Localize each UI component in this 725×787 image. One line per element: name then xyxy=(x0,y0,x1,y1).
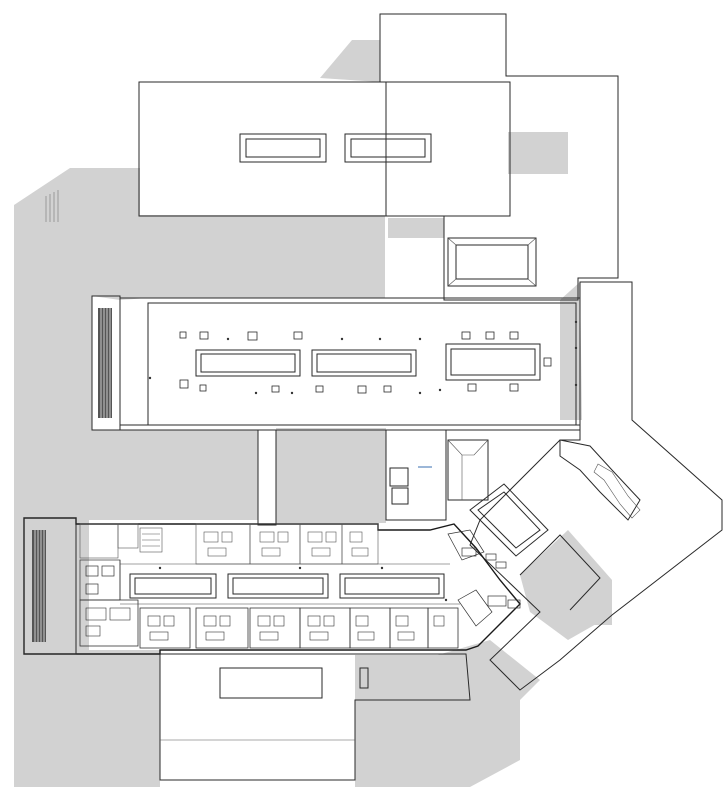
shadow-west-strip xyxy=(14,430,89,655)
main-hall-inner xyxy=(147,302,577,426)
main-hall-dots xyxy=(148,320,578,395)
wing-skylight-1 xyxy=(129,573,217,599)
east-entrance-steps xyxy=(593,463,641,519)
wing-fixture-dots xyxy=(158,566,448,602)
shadow-center-block xyxy=(276,428,386,523)
north-skylight-right xyxy=(344,133,432,163)
shadow-west-mass xyxy=(14,168,385,430)
wing-west-rooms xyxy=(79,559,121,601)
main-hall-skylight-1 xyxy=(195,349,301,377)
east-entrance-canopy xyxy=(559,439,641,521)
core-shaft xyxy=(257,429,277,526)
south-plaza xyxy=(159,653,471,781)
wing-corridor-lines xyxy=(120,563,460,605)
south-plaza-inset xyxy=(219,667,323,699)
shadow-courtyard-top xyxy=(388,218,444,238)
south-plaza-outline xyxy=(159,653,471,781)
south-plaza-post xyxy=(359,667,369,689)
wing-east-angled-rooms xyxy=(447,529,521,627)
wing-skylight-2 xyxy=(227,573,329,599)
shadow-southeast-wedge xyxy=(420,640,540,740)
north-room-row xyxy=(79,523,379,565)
east-wing-edge xyxy=(519,534,601,611)
shadow-south-mass xyxy=(14,650,160,787)
north-tower xyxy=(45,13,619,301)
east-diagonal-wing xyxy=(469,281,723,691)
shadow-east-box xyxy=(570,585,612,625)
east-wing-outline xyxy=(469,281,723,691)
shadow-north-tip xyxy=(320,40,380,82)
north-roof-slab xyxy=(138,81,511,217)
main-hall-skylight-2 xyxy=(311,349,417,377)
core-lift-2 xyxy=(391,487,409,505)
south-wing-outline xyxy=(23,517,521,655)
shadow-north-east xyxy=(508,132,568,174)
core-entry-box xyxy=(447,439,489,501)
main-hall-skylight-3 xyxy=(445,343,541,381)
main-hall-outer xyxy=(119,297,581,431)
main-hall xyxy=(91,295,581,431)
central-core xyxy=(257,429,489,526)
south-room-row xyxy=(79,599,459,649)
main-hall-fixtures xyxy=(179,331,552,394)
main-hall-west-vent xyxy=(91,295,121,431)
core-entry-diagonal xyxy=(447,439,489,456)
south-room-wing xyxy=(23,517,521,655)
south-wing-west-vent xyxy=(23,517,77,655)
roof-hatch-west xyxy=(45,190,59,222)
roof-box-east xyxy=(447,237,537,287)
core-stair-block xyxy=(385,429,447,521)
north-skylight-left xyxy=(239,133,327,163)
core-lift xyxy=(389,467,409,487)
wing-skylight-3 xyxy=(339,573,445,599)
east-courtyard-box xyxy=(469,483,549,557)
